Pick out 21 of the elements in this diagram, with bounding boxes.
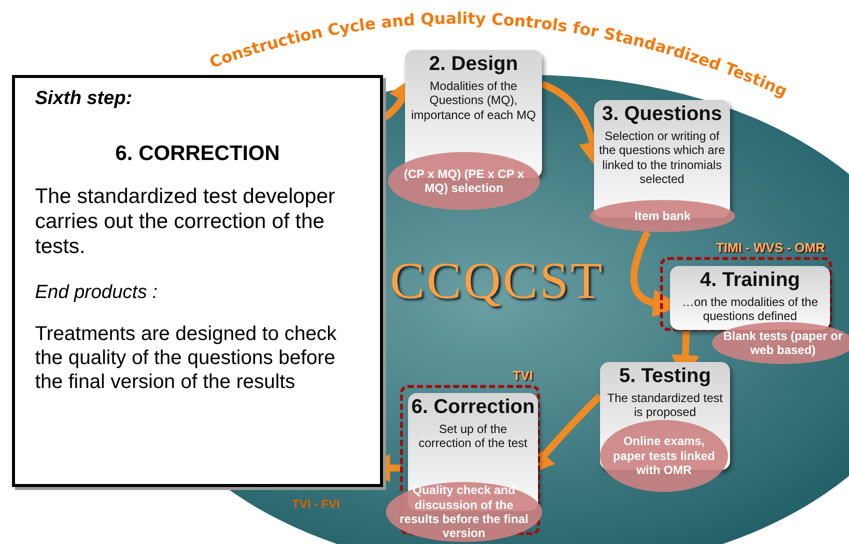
step-description: Set up of the correction of the test	[418, 422, 528, 451]
step-description: Modalities of the Questions (MQ), importance of each MQ	[410, 79, 537, 122]
step-title: 2. Design	[429, 53, 518, 76]
step-box	[670, 266, 830, 330]
step-description: …on the modalities of the questions defined	[680, 295, 820, 324]
step-title: 3. Questions	[602, 103, 722, 126]
tool-label: TIMI - WVS - OMR	[716, 240, 825, 255]
tool-label: TVI - FVI	[292, 497, 340, 511]
callout-text: The standardized test developer carries out the correction of the tests.	[35, 184, 336, 260]
callout-text: 6. CORRECTION	[114, 140, 281, 166]
step-title: 6. Correction	[411, 396, 535, 419]
step-title: 4. Training	[700, 269, 800, 292]
callout-text: End products :	[35, 282, 159, 304]
step-title: 5. Testing	[619, 365, 711, 388]
tool-label: TVI	[512, 368, 533, 383]
step-description: Selection or writing of the questions which are linked to the trinomials selected	[598, 129, 726, 187]
callout-text: Sixth step:	[35, 88, 134, 111]
step-description: The standardized test is proposed	[606, 391, 724, 420]
center-acronym: CCQCST	[390, 252, 604, 311]
callout-box	[12, 75, 383, 487]
callout-text: Treatments are designed to check the quality of the questions before the final version of the results	[35, 322, 338, 394]
